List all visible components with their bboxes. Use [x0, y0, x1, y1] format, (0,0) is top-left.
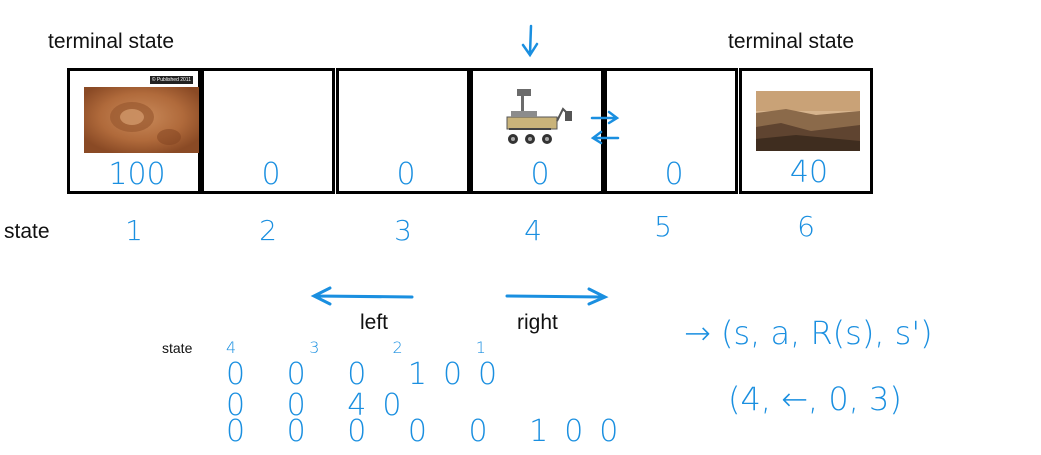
reward-1: 100	[108, 157, 166, 192]
two-way-arrow-icon	[590, 110, 620, 145]
left-arrow-icon	[310, 286, 414, 306]
state-number-2: 2	[259, 214, 277, 247]
state-cell-6: 40	[739, 68, 873, 194]
terminal-state-left-label: terminal state	[48, 30, 175, 53]
mars-crater-image	[84, 87, 199, 153]
state-cell-4: 0	[470, 68, 604, 194]
state-cell-1: © Published 2011 100	[67, 68, 201, 194]
sequence-state-label: state	[162, 340, 193, 356]
state-cell-5: 0	[604, 68, 738, 194]
reward-5: 0	[664, 157, 684, 192]
rover-icon	[506, 89, 572, 144]
state-row-label: state	[4, 220, 50, 243]
reward-4: 0	[530, 157, 550, 192]
state-number-5: 5	[654, 210, 672, 243]
reward-3: 0	[396, 157, 416, 192]
state-number-1: 1	[125, 214, 143, 247]
state-number-4: 4	[524, 214, 542, 247]
state-number-3: 3	[394, 214, 412, 247]
tuple-form: → (s, a, R(s), s')	[684, 314, 933, 352]
image-badge: © Published 2011	[149, 76, 193, 84]
terminal-state-right-label: terminal state	[728, 30, 855, 53]
reward-2: 0	[261, 157, 281, 192]
sequence-header: 4 3 2 1	[226, 338, 520, 357]
tuple-example: (4, ←, 0, 3)	[728, 380, 902, 418]
right-arrow-icon	[505, 287, 609, 306]
sequence-row-3: 0 0 0 0 0 100	[226, 414, 635, 449]
mars-cliff-image	[756, 91, 860, 151]
left-label: left	[360, 311, 389, 334]
right-label: right	[517, 311, 558, 334]
current-state-arrow-icon	[521, 24, 539, 58]
state-number-6: 6	[797, 210, 815, 243]
sequence-row-2: 0 0 40	[226, 388, 418, 423]
state-cell-2: 0	[201, 68, 335, 194]
sequence-row-1: 0 0 0 100	[226, 357, 514, 392]
state-cell-3: 0	[336, 68, 470, 194]
reward-6: 40	[789, 155, 829, 190]
